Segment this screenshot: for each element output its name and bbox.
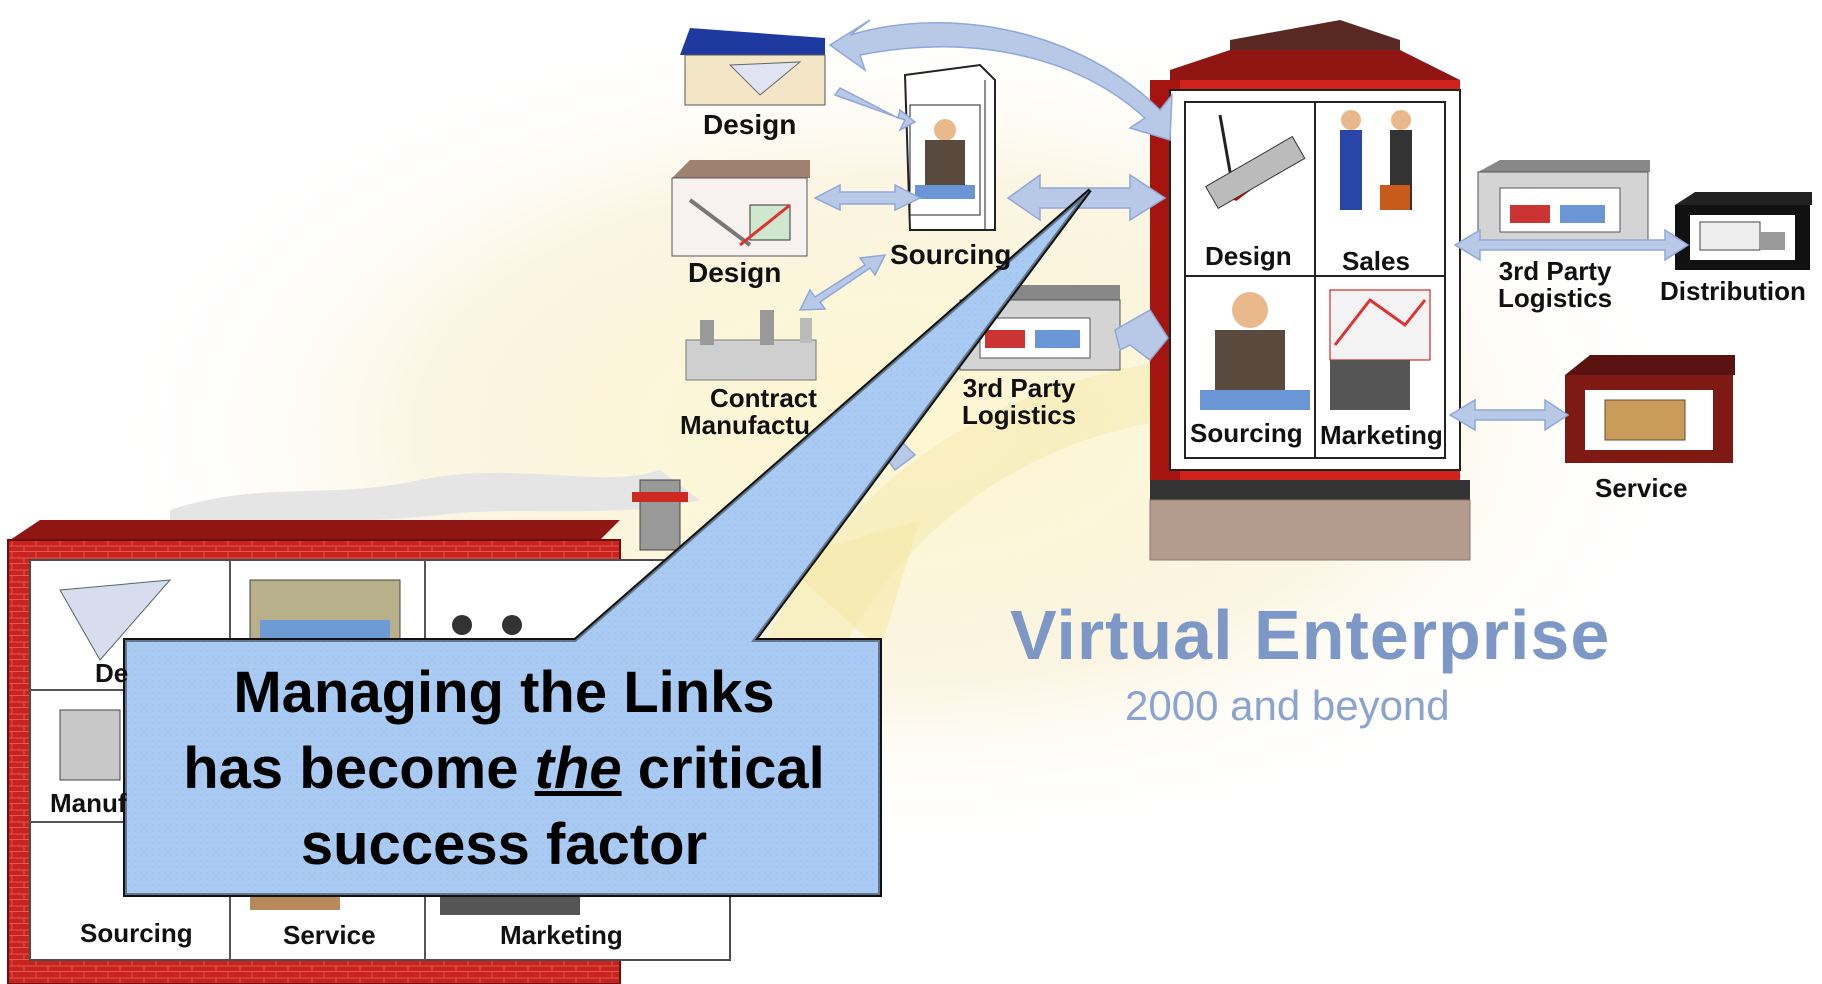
tower-sales-label: Sales	[1342, 246, 1410, 276]
tower-marketing-label: Marketing	[1320, 420, 1443, 450]
callout-line2-post: critical	[621, 736, 825, 801]
virtual-enterprise-tower	[1149, 20, 1471, 561]
sourcing-label: Sourcing	[890, 239, 1012, 270]
callout-balloon	[123, 188, 1092, 897]
old-cell-service-label: Service	[283, 920, 376, 950]
design-office-mid-icon	[671, 160, 810, 257]
callout-line3: success factor	[300, 812, 708, 877]
contract-manufacturing-label: Contract Manufactu	[680, 383, 817, 441]
logistics-right-line1: 3rd Party	[1498, 256, 1612, 286]
callout-line1: Managing the Links	[233, 660, 775, 725]
smoke-cloud	[170, 470, 700, 530]
callout-line2-emphasis: the	[534, 736, 622, 801]
old-cell-manufacturing-label: Manuf	[50, 788, 127, 818]
callout-line2-pre: has become	[183, 736, 535, 801]
design-mid-label: Design	[688, 257, 782, 288]
contract-label-line2: Manufactu	[680, 410, 810, 441]
distribution-icon	[1675, 192, 1812, 270]
tower-design-label: Design	[1205, 241, 1292, 271]
old-cell-design-label: De	[95, 658, 129, 688]
logistics-right-icon	[1477, 160, 1650, 245]
virtual-enterprise-subtitle: 2000 and beyond	[1125, 682, 1450, 729]
design-building-top-icon	[680, 28, 826, 106]
logistics-right-line2: Logistics	[1498, 283, 1613, 314]
tower-sourcing-label: Sourcing	[1190, 418, 1303, 448]
distribution-label: Distribution	[1660, 276, 1806, 306]
service-label: Service	[1595, 473, 1688, 503]
logistics-left-label: 3rd Party Logistics	[962, 373, 1077, 431]
contract-manufacturing-icon	[685, 310, 817, 381]
sourcing-building-icon	[903, 63, 996, 231]
service-icon	[1565, 355, 1735, 463]
callout-line2: has become the critical	[128, 731, 880, 807]
logistics-right-label: 3rd Party Logistics	[1498, 256, 1613, 314]
virtual-enterprise-title: Virtual Enterprise	[1010, 596, 1611, 674]
logistics-left-line2: Logistics	[962, 400, 1077, 431]
logistics-left-line1: 3rd Party	[962, 373, 1076, 403]
old-cell-marketing-label: Marketing	[500, 920, 623, 950]
old-cell-sourcing-label: Sourcing	[80, 918, 193, 948]
contract-label-line1: Contract	[710, 383, 817, 413]
callout-text: Managing the Links has become the critic…	[128, 655, 880, 883]
design-top-label: Design	[703, 109, 797, 140]
